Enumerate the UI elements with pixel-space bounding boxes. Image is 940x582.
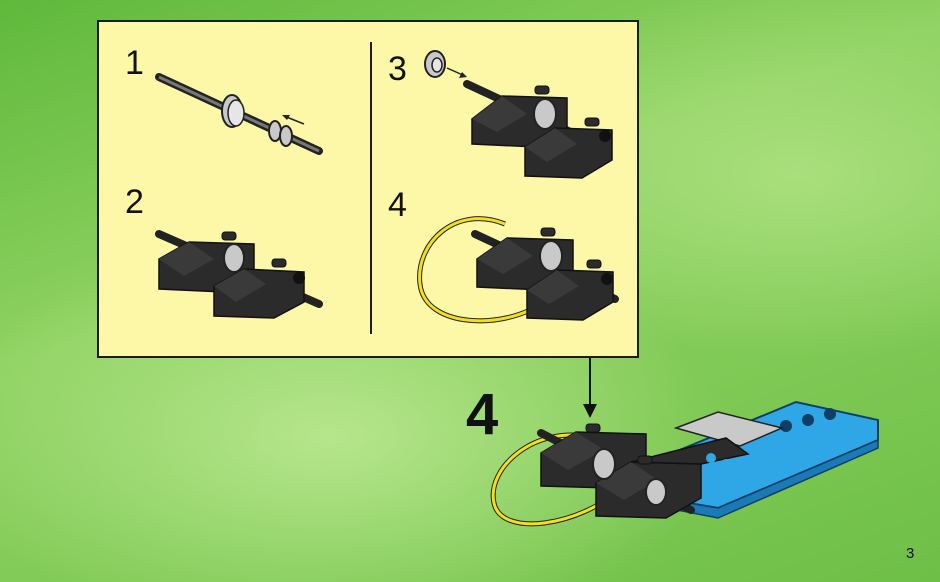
axle-bushing-assembly-icon — [154, 67, 329, 162]
substep-number-3: 3 — [388, 52, 407, 86]
substep-number-1: 1 — [125, 46, 144, 80]
substep-number-4: 4 — [388, 188, 407, 222]
substeps-panel: 1 2 3 — [97, 20, 639, 358]
string-attach-icon — [415, 204, 625, 336]
blue-vehicle-assembly-icon — [486, 398, 884, 538]
substep-number-2: 2 — [125, 185, 144, 219]
page-number: 3 — [906, 545, 914, 562]
black-bricks-on-axle-icon — [154, 214, 329, 319]
substeps-divider — [370, 42, 372, 334]
bushing-attach-icon — [417, 44, 617, 179]
